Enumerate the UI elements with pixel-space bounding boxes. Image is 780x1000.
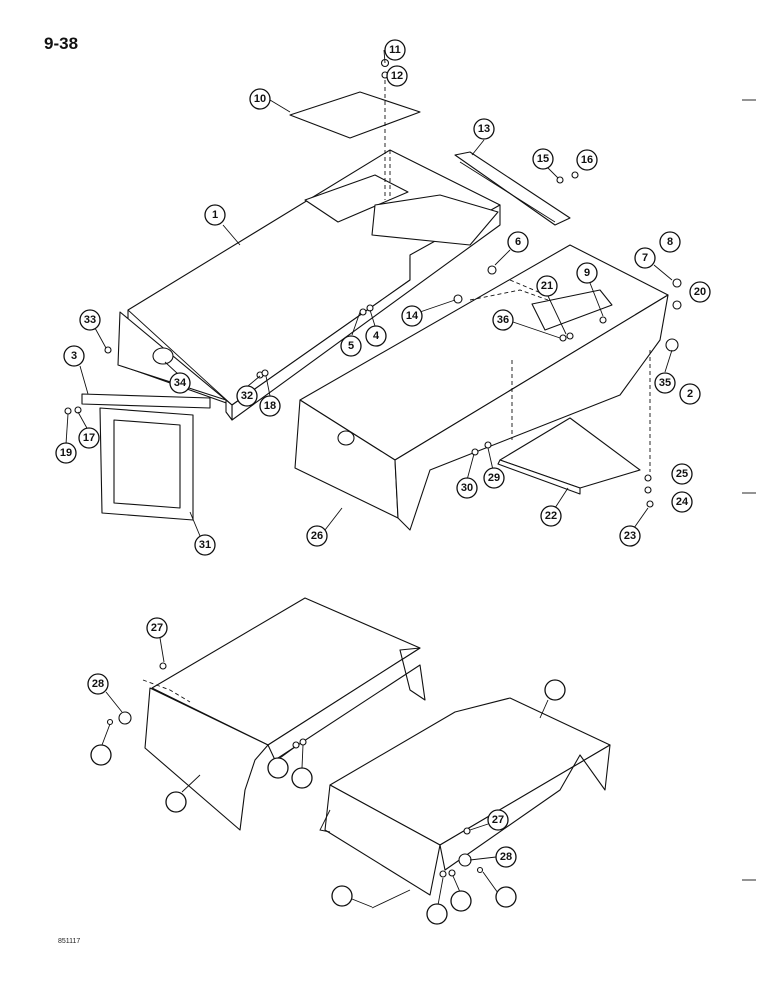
callout-27 [426,877,448,925]
svg-text:28: 28 [92,678,104,690]
callout-25 [267,746,296,779]
callout-7b: 35 [654,349,676,394]
callout-29a: 28 [87,673,123,713]
callout-17: 22 [540,487,569,527]
callout-9a: 9 [576,262,604,317]
cover-plate [289,80,421,200]
hardware-fasteners [64,58,682,909]
svg-text:15: 15 [537,153,549,165]
callout-26 [331,885,373,908]
callout-8b: 2 [679,383,701,405]
callout-group: 11 12 10 13 15 16 1 6 7 8 9 21 [55,39,711,925]
svg-text:8: 8 [667,236,673,248]
svg-text:14: 14 [406,310,419,322]
svg-text:26: 26 [311,530,323,542]
callout-3: 18 [259,375,281,417]
main-lower-housing [294,244,669,531]
callout-18a: 30 [456,453,478,499]
svg-text:17: 17 [83,432,95,444]
lower-left-cover [142,597,426,831]
svg-text:1: 1 [212,209,218,221]
callout-24 [291,744,313,789]
svg-text:12: 12 [391,70,403,82]
svg-text:32: 32 [241,390,253,402]
svg-text:16: 16 [581,154,593,166]
callout-15a: 15 [532,148,559,179]
callout-34: 19 [55,413,77,464]
drawing-code: 851117 [58,938,81,945]
callout-12: 12 [386,65,408,87]
margin-marks [742,99,756,881]
svg-text:4: 4 [373,330,380,342]
svg-text:23: 23 [624,530,636,542]
svg-text:29: 29 [488,472,500,484]
svg-text:6: 6 [515,236,521,248]
svg-text:35: 35 [659,377,671,389]
callout-21: 21 [536,275,567,335]
page-number: 9-38 [44,34,79,53]
svg-text:5: 5 [348,340,354,352]
callout-20c: 25 [671,463,693,485]
svg-text:2: 2 [687,388,693,400]
svg-text:30: 30 [461,482,473,494]
callout-4: 32 [236,375,261,407]
svg-text:10: 10 [254,93,266,105]
callout-22 [165,774,201,813]
svg-text:19: 19 [60,447,72,459]
svg-text:20: 20 [694,286,706,298]
callout-20a: 36 [492,309,561,339]
callout-23 [539,679,566,719]
callout-6a: 6 [494,231,529,266]
svg-text:11: 11 [389,44,401,56]
callout-2: 26 [306,507,343,547]
callout-6b: 14 [401,299,456,327]
floor-plate [497,417,641,495]
callout-36: 33 [79,309,107,349]
callout-20b: 29 [483,447,505,489]
callout-31a: 27 [146,617,168,663]
svg-text:24: 24 [676,496,689,508]
callout-7a: 7 [634,247,673,281]
svg-text:27: 27 [151,622,163,634]
callout-15b: 4 [365,309,387,347]
callout-5: 34 [164,361,191,394]
svg-text:13: 13 [478,123,490,135]
callout-8a: 8 [659,231,681,253]
callout-1: 1 [204,204,241,246]
svg-text:28: 28 [500,851,512,863]
svg-text:33: 33 [84,314,96,326]
callout-30b [482,871,517,908]
svg-text:36: 36 [497,314,509,326]
svg-text:21: 21 [541,280,553,292]
callout-18b: 23 [619,507,649,547]
callout-33: 3 [63,345,89,395]
svg-text:3: 3 [71,350,77,362]
callout-9b: 20 [689,281,711,303]
callout-32: 31 [189,511,216,556]
lower-right-cover [319,697,611,896]
callout-35: 17 [77,411,100,449]
svg-text:27: 27 [492,814,504,826]
svg-text:25: 25 [676,468,688,480]
callout-31b: 27 [469,809,509,831]
svg-text:22: 22 [545,510,557,522]
callout-30a [90,723,112,766]
callout-10: 10 [249,88,291,113]
callout-14: 5 [340,311,362,357]
svg-text:7: 7 [642,252,648,264]
callout-11: 11 [383,39,406,64]
callout-19: 24 [671,491,693,513]
svg-text:34: 34 [174,377,187,389]
side-panel-frame [81,393,211,521]
callout-16: 16 [576,149,598,171]
svg-text:9: 9 [584,267,590,279]
support-bracket [454,151,571,226]
callout-13: 13 [471,118,495,156]
callout-29b: 28 [469,846,517,868]
svg-text:31: 31 [199,539,211,551]
callout-28 [450,875,472,912]
svg-text:18: 18 [264,400,276,412]
